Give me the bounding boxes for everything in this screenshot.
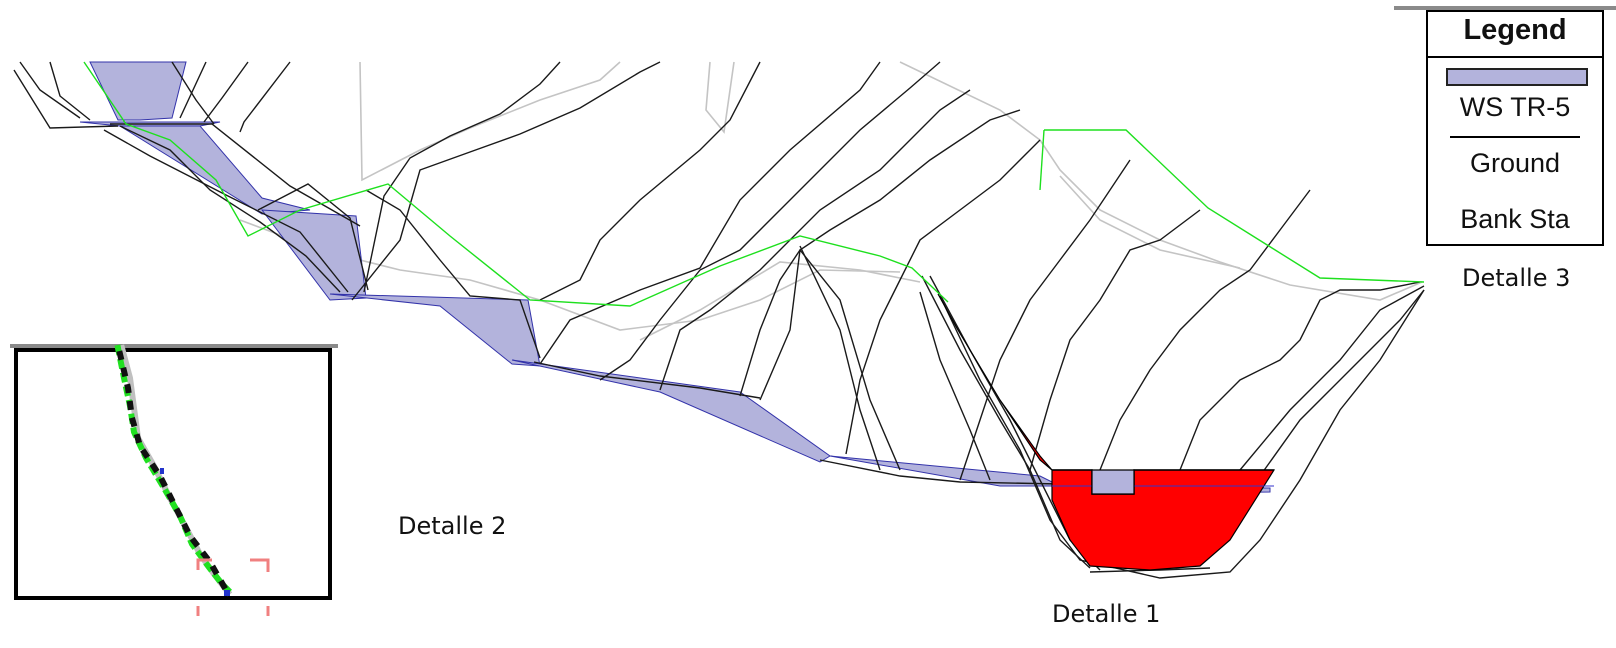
bank-station-lines [83,61,1425,307]
caption-detail-2: Detalle 2 [398,512,507,540]
legend-title-bar [1394,6,1616,10]
caption-detail-3: Detalle 3 [1462,264,1571,292]
legend-title: Legend [1463,14,1567,46]
legend-box: Legend WS TR-5 Ground Bank Sta [1426,10,1604,246]
zoom-box-marker [196,558,270,616]
legend-label-water: WS TR-5 [1459,92,1571,122]
inset-title-bar [10,344,338,348]
detail-2-inset [14,344,332,616]
legend-label-ground: Ground [1469,148,1561,178]
highlighted-section [937,293,1276,571]
legend-line-ground [1450,136,1580,138]
legend-separator [1428,56,1602,58]
ground-lines [13,61,1425,579]
legend-swatch-water [1446,68,1588,86]
inset-zoom-plot [114,344,270,616]
caption-detail-1: Detalle 1 [1052,600,1161,628]
legend-label-bank-sta: Bank Sta [1460,204,1570,234]
